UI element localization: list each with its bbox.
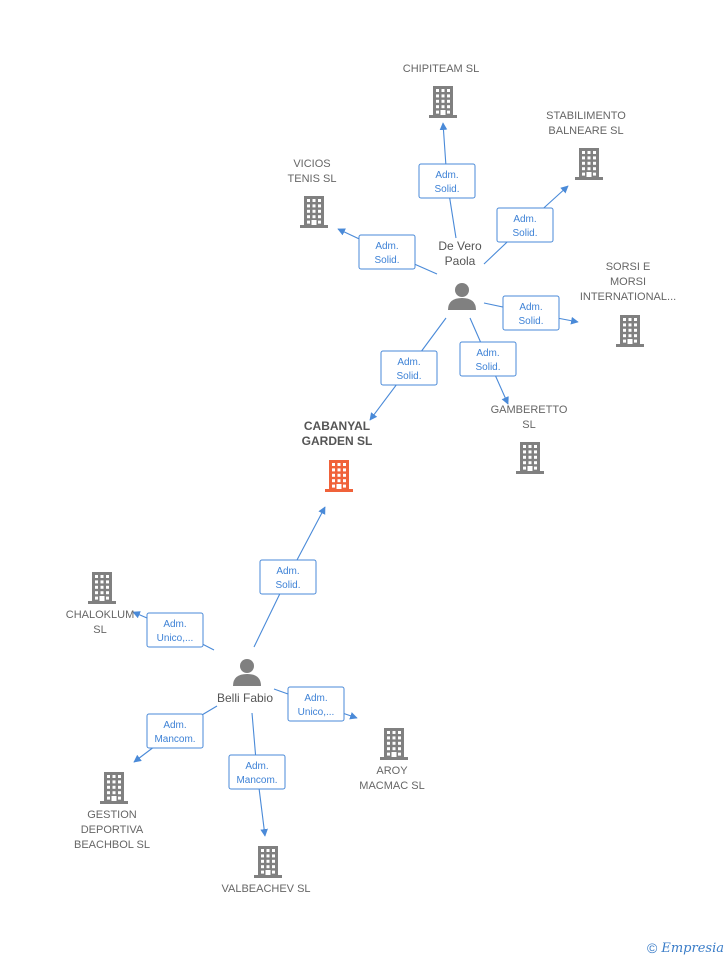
edge-role-text: Mancom. bbox=[236, 775, 277, 786]
edge-role-label[interactable]: Adm. Solid. bbox=[502, 295, 560, 331]
edge-role-text: Adm. bbox=[375, 241, 398, 252]
building-icon bbox=[88, 572, 116, 604]
footer-credit: © Empresia bbox=[647, 940, 724, 956]
edge-de_vero-to-stabilimento: Adm. Solid. bbox=[483, 185, 569, 265]
edge-role-label[interactable]: Adm. Unico,... bbox=[146, 612, 204, 648]
company-node-chipiteam[interactable]: CHIPITEAM SL bbox=[403, 63, 479, 118]
company-name: CHIPITEAM SL bbox=[403, 63, 479, 75]
edge-belli-to-gestion: Adm. Mancom. bbox=[133, 705, 218, 763]
person-name: Paola bbox=[445, 254, 476, 268]
edge-role-text: Adm. bbox=[513, 214, 536, 225]
edge-belli-to-chaloklum: Adm. Unico,... bbox=[132, 611, 215, 651]
company-node-sorsi[interactable]: SORSI E MORSI INTERNATIONAL... bbox=[580, 261, 676, 347]
company-name: SORSI E bbox=[606, 261, 651, 273]
person-name: Belli Fabio bbox=[217, 691, 273, 705]
edge-role-text: Mancom. bbox=[154, 734, 195, 745]
person-name: De Vero bbox=[438, 239, 482, 253]
edge-role-label[interactable]: Adm. Mancom. bbox=[228, 754, 286, 790]
edge-role-text: Adm. bbox=[245, 761, 268, 772]
building-icon bbox=[325, 460, 353, 492]
company-name: INTERNATIONAL... bbox=[580, 291, 676, 303]
company-node-stabilimento[interactable]: STABILIMENTO BALNEARE SL bbox=[546, 110, 626, 180]
edge-role-label[interactable]: Adm. Solid. bbox=[380, 350, 438, 386]
person-icon bbox=[448, 283, 476, 310]
building-icon bbox=[616, 315, 644, 347]
company-name: SL bbox=[522, 419, 535, 431]
edge-role-text: Solid. bbox=[475, 362, 500, 373]
edge-role-label[interactable]: Adm. Solid. bbox=[418, 163, 476, 199]
edge-role-text: Adm. bbox=[519, 302, 542, 313]
company-name: DEPORTIVA bbox=[81, 824, 144, 836]
edge-role-text: Unico,... bbox=[157, 633, 194, 644]
edge-role-text: Solid. bbox=[512, 228, 537, 239]
edge-role-text: Adm. bbox=[435, 170, 458, 181]
company-name: VALBEACHEV SL bbox=[221, 883, 310, 895]
copyright-symbol: © bbox=[647, 940, 658, 956]
edge-role-text: Adm. bbox=[304, 693, 327, 704]
edge-belli-to-aroy: Adm. Unico,... bbox=[273, 686, 358, 722]
company-name: VICIOS bbox=[293, 158, 330, 170]
person-icon bbox=[233, 659, 261, 686]
company-name: TENIS SL bbox=[288, 173, 337, 185]
building-icon bbox=[254, 846, 282, 878]
company-node-gamberetto[interactable]: GAMBERETTO SL bbox=[491, 404, 568, 474]
building-icon bbox=[516, 442, 544, 474]
edge-role-text: Solid. bbox=[396, 371, 421, 382]
company-name: CABANYAL bbox=[304, 419, 370, 433]
company-node-chaloklum[interactable]: CHALOKLUM SL bbox=[66, 572, 134, 636]
edge-role-text: Solid. bbox=[275, 580, 300, 591]
company-node-valbeachev[interactable]: VALBEACHEV SL bbox=[221, 846, 311, 895]
edge-role-text: Adm. bbox=[397, 357, 420, 368]
company-name: AROY bbox=[376, 765, 408, 777]
edge-role-label[interactable]: Adm. Solid. bbox=[496, 207, 554, 243]
person-node-belli[interactable]: Belli Fabio bbox=[217, 659, 273, 705]
edge-de_vero-to-sorsi: Adm. Solid. bbox=[483, 295, 579, 331]
company-name: BEACHBOL SL bbox=[74, 839, 150, 851]
building-icon bbox=[429, 86, 457, 118]
edge-role-text: Solid. bbox=[374, 255, 399, 266]
company-name: GAMBERETTO bbox=[491, 404, 568, 416]
building-icon bbox=[300, 196, 328, 228]
edge-belli-to-valbeachev: Adm. Mancom. bbox=[228, 712, 286, 837]
company-name: BALNEARE SL bbox=[548, 125, 623, 137]
company-node-aroy[interactable]: AROY MACMAC SL bbox=[359, 728, 425, 792]
edge-belli-to-cabanyal: Adm. Solid. bbox=[253, 506, 326, 648]
edge-role-text: Adm. bbox=[163, 619, 186, 630]
company-name: MORSI bbox=[610, 276, 646, 288]
company-name: MACMAC SL bbox=[359, 780, 424, 792]
edge-de_vero-to-vicios: Adm. Solid. bbox=[337, 228, 438, 275]
edge-role-text: Solid. bbox=[518, 316, 543, 327]
edge-de_vero-to-chipiteam: Adm. Solid. bbox=[418, 122, 476, 239]
company-name: SL bbox=[93, 624, 106, 636]
edge-role-label[interactable]: Adm. Unico,... bbox=[287, 686, 345, 722]
edge-role-text: Solid. bbox=[434, 184, 459, 195]
edge-role-label[interactable]: Adm. Solid. bbox=[259, 559, 317, 595]
edge-role-label[interactable]: Adm. Mancom. bbox=[146, 713, 204, 749]
edge-role-label[interactable]: Adm. Solid. bbox=[459, 341, 517, 377]
brand-logo-text[interactable]: Empresia bbox=[661, 940, 724, 956]
company-node-vicios[interactable]: VICIOS TENIS SL bbox=[288, 158, 337, 228]
edge-de_vero-to-gamberetto: Adm. Solid. bbox=[459, 317, 517, 405]
building-icon bbox=[100, 772, 128, 804]
company-name: CHALOKLUM bbox=[66, 609, 134, 621]
edge-role-text: Unico,... bbox=[298, 707, 335, 718]
company-name: STABILIMENTO bbox=[546, 110, 626, 122]
building-icon bbox=[575, 148, 603, 180]
edge-role-text: Adm. bbox=[276, 566, 299, 577]
building-icon bbox=[380, 728, 408, 760]
company-name: GARDEN SL bbox=[302, 434, 373, 448]
edge-de_vero-to-cabanyal: Adm. Solid. bbox=[369, 317, 447, 421]
company-node-gestion[interactable]: GESTION DEPORTIVA BEACHBOL SL bbox=[74, 772, 150, 851]
edge-role-text: Adm. bbox=[163, 720, 186, 731]
edge-role-text: Adm. bbox=[476, 348, 499, 359]
company-name: GESTION bbox=[87, 809, 137, 821]
edge-role-label[interactable]: Adm. Solid. bbox=[358, 234, 416, 270]
